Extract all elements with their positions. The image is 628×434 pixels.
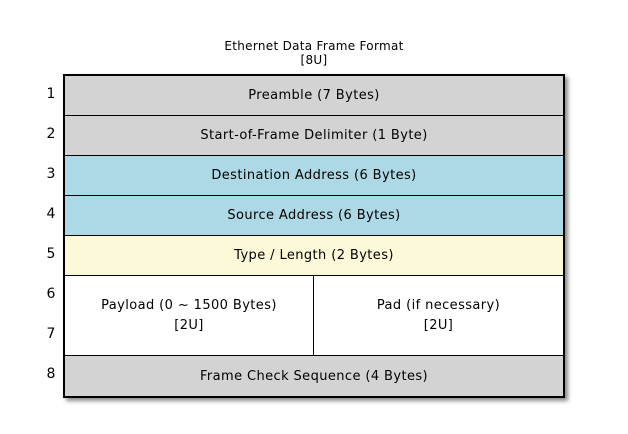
row-destination-address-label: Destination Address (6 Bytes)	[211, 168, 417, 183]
row-type-length: Type / Length (2 Bytes)	[65, 236, 563, 276]
frame-table: Preamble (7 Bytes) Start-of-Frame Delimi…	[63, 74, 565, 398]
diagram-title: Ethernet Data Frame Format [8U]	[63, 39, 565, 67]
row-start-of-frame-delimiter-label: Start-of-Frame Delimiter (1 Byte)	[200, 128, 428, 143]
row-number-2: 2	[46, 126, 56, 142]
row-frame-check-sequence-label: Frame Check Sequence (4 Bytes)	[199, 368, 429, 384]
row-number-4: 4	[46, 206, 56, 222]
row-payload-pad: Payload (0 ~ 1500 Bytes) [2U] Pad (if ne…	[65, 276, 563, 356]
diagram-title-line1: Ethernet Data Frame Format	[224, 39, 404, 53]
payload-cell-sublabel: [2U]	[174, 317, 204, 333]
row-frame-check-sequence: Frame Check Sequence (4 Bytes)	[65, 356, 563, 396]
pad-cell: Pad (if necessary) [2U]	[314, 276, 563, 355]
row-source-address-label: Source Address (6 Bytes)	[227, 208, 401, 223]
diagram-title-line2: [8U]	[300, 53, 328, 67]
row-number-1: 1	[46, 86, 56, 102]
row-number-8: 8	[46, 366, 56, 382]
row-number-3: 3	[46, 166, 56, 182]
payload-cell-label: Payload (0 ~ 1500 Bytes)	[101, 297, 277, 313]
pad-cell-sublabel: [2U]	[423, 317, 454, 333]
row-number-7: 7	[46, 326, 56, 342]
row-number-6: 6	[46, 286, 56, 302]
row-number-5: 5	[46, 246, 56, 262]
row-preamble-label: Preamble (7 Bytes)	[248, 88, 380, 103]
row-preamble: Preamble (7 Bytes)	[65, 76, 563, 116]
payload-cell: Payload (0 ~ 1500 Bytes) [2U]	[65, 276, 314, 355]
row-source-address: Source Address (6 Bytes)	[65, 196, 563, 236]
pad-cell-label: Pad (if necessary)	[376, 297, 501, 313]
row-type-length-label: Type / Length (2 Bytes)	[234, 248, 394, 263]
row-start-of-frame-delimiter: Start-of-Frame Delimiter (1 Byte)	[65, 116, 563, 156]
row-destination-address: Destination Address (6 Bytes)	[65, 156, 563, 196]
